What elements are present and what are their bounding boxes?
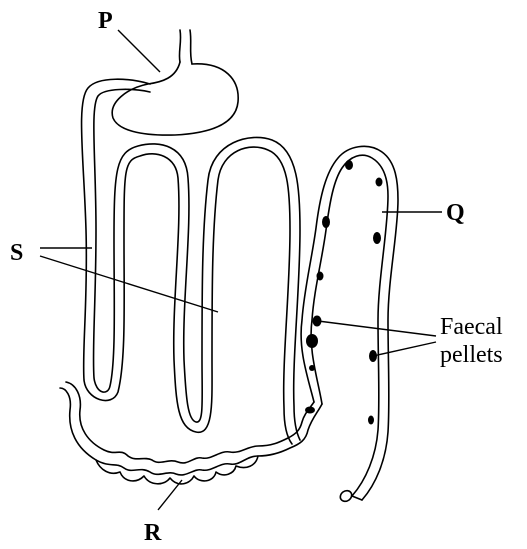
leader-R	[158, 480, 182, 510]
leader-S-lower	[40, 256, 218, 312]
label-R: R	[144, 520, 162, 546]
label-S: S	[10, 240, 23, 266]
faecal-pellets	[305, 160, 383, 425]
large-intestine	[60, 382, 322, 484]
pellet	[306, 334, 318, 348]
pellet	[376, 178, 383, 187]
pellet	[309, 365, 315, 371]
leader-pellets-1	[318, 321, 436, 336]
pellet	[373, 232, 381, 244]
pellet	[345, 160, 353, 170]
leader-pellets-2	[373, 342, 436, 356]
pellet	[322, 216, 330, 228]
stomach	[112, 30, 238, 135]
label-P: P	[98, 8, 113, 34]
label-Q: Q	[446, 200, 465, 226]
leader-P	[118, 30, 160, 72]
label-pellets: pellets	[440, 342, 503, 368]
label-faecal: Faecal	[440, 314, 503, 340]
pellet	[305, 407, 315, 414]
pellet	[317, 272, 324, 281]
pellet	[368, 416, 374, 425]
